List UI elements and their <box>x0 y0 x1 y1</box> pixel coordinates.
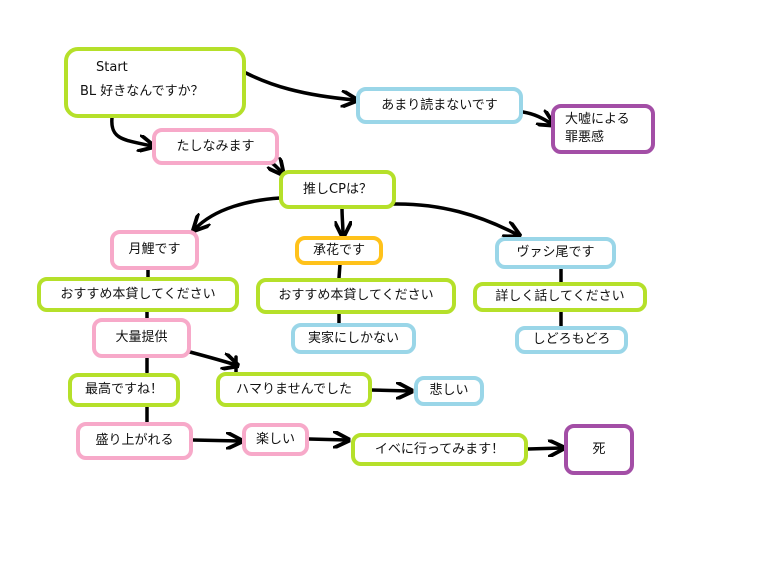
node-only-home: 実家にしかない <box>291 323 416 354</box>
node-fun: 楽しい <box>242 423 309 456</box>
node-flustered: しどろもどろ <box>515 326 628 354</box>
node-tell-more: 詳しく話してください <box>473 282 647 312</box>
node-label: 実家にしかない <box>307 330 399 346</box>
node-label: あまり読まないです <box>381 97 498 113</box>
start-label: Start <box>96 60 128 75</box>
node-best: 最高ですね！ <box>68 373 180 407</box>
start-question: BL 好きなんですか？ <box>80 84 204 99</box>
node-label: ヴァシ尾です <box>516 245 595 261</box>
node-not-hooked: ハマりませんでした <box>216 372 372 407</box>
node-label: しどろもどろ <box>532 332 611 348</box>
node-not-much: あまり読まないです <box>356 87 523 124</box>
edge-not-much-to-guilt <box>521 112 552 124</box>
node-event: イベに行ってみます！ <box>351 433 528 466</box>
edge-not-hooked-to-sad <box>369 390 410 391</box>
node-label: 承花です <box>312 242 365 258</box>
node-start: Start BL 好きなんですか？ <box>64 47 246 118</box>
node-label: おすすめ本貸してください <box>60 286 216 302</box>
node-label: ハマりませんでした <box>236 381 352 397</box>
edge-fav-cp-to-vashio <box>390 202 518 235</box>
edge-start-to-dabble <box>110 116 152 146</box>
node-label: たしなみます <box>176 138 255 154</box>
node-guilt: 大嘘による 罪悪感 <box>551 104 655 154</box>
node-label-line2: 罪悪感 <box>565 130 605 145</box>
node-label: 最高ですね！ <box>84 382 163 398</box>
edge-mass-supply-to-not-hooked <box>188 350 236 365</box>
node-rec-mid: おすすめ本貸してください <box>256 278 456 314</box>
edge-excited-to-fun <box>191 440 240 441</box>
node-dabble: たしなみます <box>152 128 279 165</box>
edge-event-to-death <box>526 448 562 449</box>
edge-shouka-to-rec-mid <box>337 262 342 280</box>
node-label-line1: 大嘘による <box>565 112 630 128</box>
node-label: 月鯉です <box>128 242 181 258</box>
node-fav-cp: 推しCPは？ <box>279 170 396 209</box>
node-sad: 悲しい <box>414 376 484 406</box>
node-label: 大量提供 <box>115 330 168 346</box>
node-label: 楽しい <box>255 431 295 447</box>
node-death: 死 <box>564 424 634 475</box>
node-excited: 盛り上がれる <box>76 422 193 460</box>
node-label: 死 <box>592 441 606 457</box>
node-mass-supply: 大量提供 <box>92 318 191 358</box>
node-label: 推しCPは？ <box>303 181 372 197</box>
edge-start-to-not-much <box>244 71 355 100</box>
edge-fav-cp-to-tsukikoi <box>195 196 282 229</box>
node-label: 盛り上がれる <box>95 433 174 449</box>
edge-fun-to-event <box>307 439 347 440</box>
node-tsukikoi: 月鯉です <box>110 230 199 270</box>
edge-fav-cp-to-shouka <box>342 206 343 235</box>
node-shouka: 承花です <box>295 236 383 265</box>
node-label: 悲しい <box>429 383 469 399</box>
node-vashio: ヴァシ尾です <box>495 237 616 269</box>
node-label: イベに行ってみます！ <box>374 441 505 457</box>
node-rec-left: おすすめ本貸してください <box>37 277 239 312</box>
node-label: 詳しく話してください <box>495 289 625 305</box>
node-label: おすすめ本貸してください <box>278 288 434 304</box>
